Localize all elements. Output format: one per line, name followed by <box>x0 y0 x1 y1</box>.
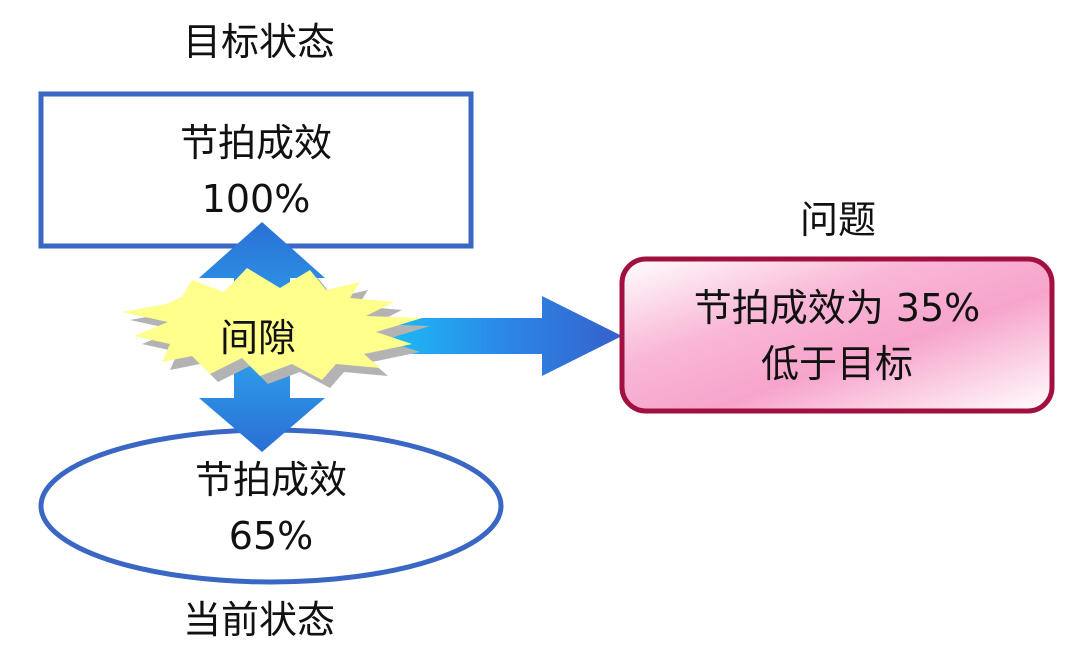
problem-text: 节拍成效为 35% 低于目标 <box>622 280 1052 392</box>
target-line2: 100% <box>201 177 311 221</box>
current-line2: 65% <box>228 514 314 558</box>
problem-line1: 节拍成效为 35% <box>693 286 981 330</box>
gap-label: 间隙 <box>219 316 296 360</box>
problem-line2: 低于目标 <box>760 342 913 386</box>
target-text: 节拍成效 100% <box>41 115 471 227</box>
horizontal-arrow <box>340 296 622 376</box>
gap-burst <box>122 268 422 380</box>
target-heading: 目标状态 <box>182 20 335 64</box>
target-box <box>38 91 474 249</box>
current-text: 节拍成效 65% <box>41 452 501 564</box>
problem-heading: 问题 <box>799 198 876 242</box>
problem-box <box>619 256 1055 414</box>
current-line1: 节拍成效 <box>194 458 347 502</box>
target-line1: 节拍成效 <box>179 121 332 165</box>
current-heading: 当前状态 <box>182 598 335 642</box>
